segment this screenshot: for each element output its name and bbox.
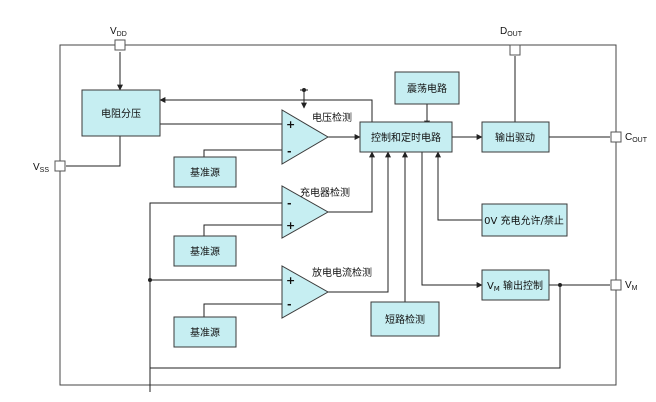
short-circuit-detect-block: 短路检测 <box>370 301 440 337</box>
pin-vm: VM <box>610 279 638 292</box>
svg-text:+: + <box>286 118 295 131</box>
wiring <box>66 52 610 392</box>
control-timer-block: 控制和定时电路 <box>359 121 453 153</box>
svg-text:0V 充电允许/禁止: 0V 充电允许/禁止 <box>484 214 564 227</box>
pin-vss: VSS <box>33 160 66 174</box>
svg-text:COUT: COUT <box>625 132 648 144</box>
svg-text:电阻分压: 电阻分压 <box>101 107 141 120</box>
reference-source-1: 基准源 <box>173 156 237 188</box>
comparator-voltage-detect: + - 电压检测 <box>281 109 352 165</box>
comparator-discharge-current-detect: + - 放电电流检测 <box>281 265 372 319</box>
vm-output-control-block: VM 输出控制 <box>481 269 550 301</box>
oscillator-block: 震荡电路 <box>394 71 460 105</box>
svg-text:基准源: 基准源 <box>190 166 220 179</box>
pin-cout: COUT <box>610 131 648 144</box>
comparator-label: 放电电流检测 <box>312 266 372 279</box>
comparator-label: 电压检测 <box>312 111 352 124</box>
svg-text:基准源: 基准源 <box>190 326 220 339</box>
reference-source-2: 基准源 <box>173 235 237 267</box>
comparator-charger-detect: - + 充电器检测 <box>281 185 350 239</box>
resistor-divider-block: 电阻分压 <box>81 89 161 137</box>
svg-text:VM 输出控制: VM 输出控制 <box>487 279 543 293</box>
svg-text:控制和定时电路: 控制和定时电路 <box>371 131 441 144</box>
svg-text:DOUT: DOUT <box>500 26 523 38</box>
pin-dout: DOUT <box>500 26 523 56</box>
svg-text:+: + <box>286 274 295 287</box>
comparator-label: 充电器检测 <box>300 186 350 199</box>
svg-text:短路检测: 短路检测 <box>385 313 425 326</box>
svg-text:VDD: VDD <box>110 26 127 38</box>
svg-text:震荡电路: 震荡电路 <box>407 82 447 95</box>
svg-text:输出驱动: 输出驱动 <box>495 131 535 144</box>
pin-vdd: VDD <box>110 26 127 51</box>
svg-text:+: + <box>286 219 295 232</box>
svg-text:-: - <box>287 197 292 210</box>
svg-text:VSS: VSS <box>33 162 49 174</box>
svg-text:基准源: 基准源 <box>190 245 220 258</box>
svg-text:-: - <box>287 145 292 158</box>
svg-text:VM: VM <box>625 280 638 292</box>
chip-outline <box>59 44 617 386</box>
reference-source-3: 基准源 <box>173 316 237 348</box>
zero-v-charge-block: 0V 充电允许/禁止 <box>481 203 568 237</box>
output-driver-block: 输出驱动 <box>481 121 550 153</box>
svg-text:-: - <box>287 298 292 311</box>
